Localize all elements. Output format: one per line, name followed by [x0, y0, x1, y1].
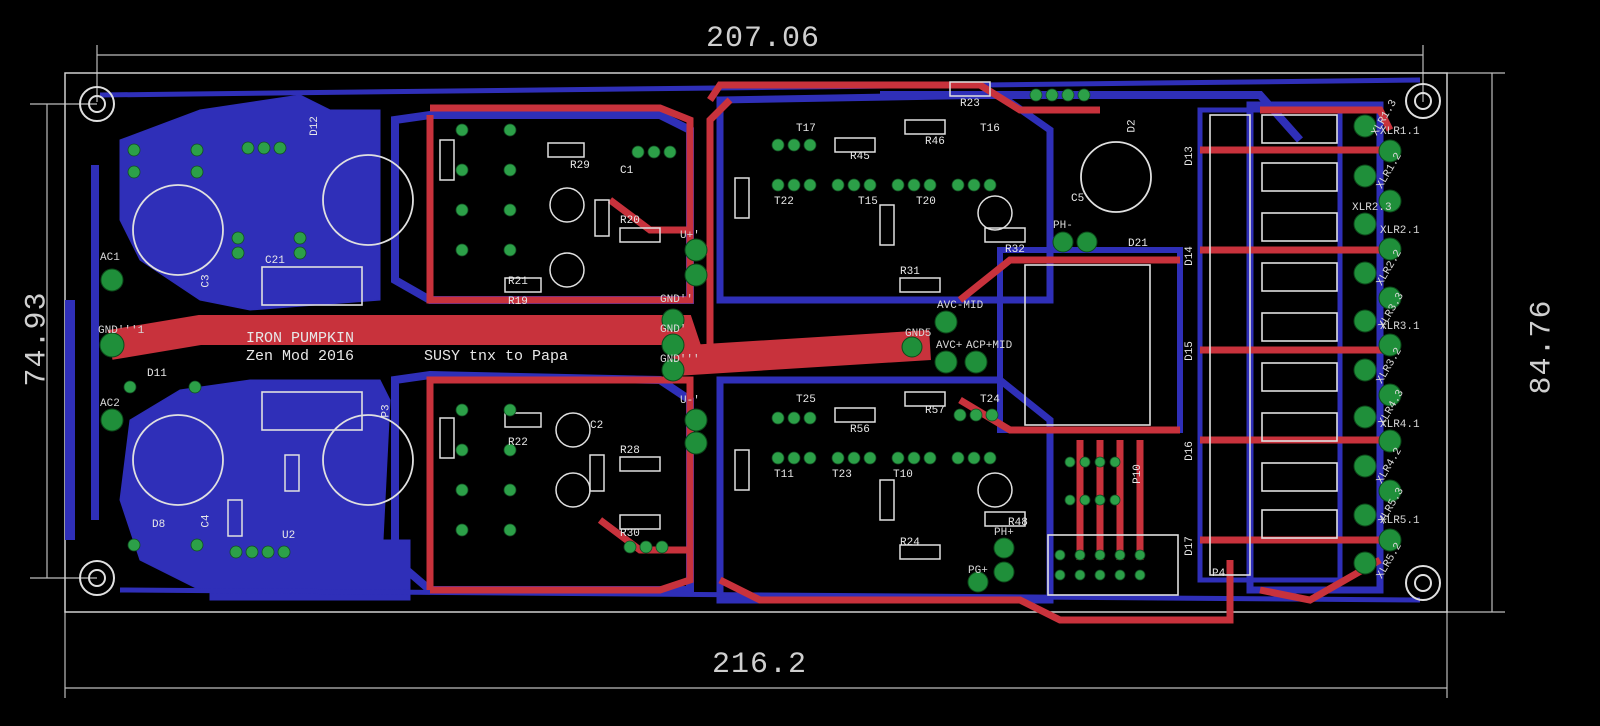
label-r20: R20 [620, 215, 640, 227]
label-pg-plus: PG+ [968, 565, 988, 577]
label-gnd5: GND5 [905, 328, 932, 340]
label-gnd3: GND' [660, 324, 687, 336]
dimension-top: 207.06 [706, 22, 821, 56]
label-d8: D11 [147, 368, 167, 380]
label-c1: C3 [200, 274, 213, 288]
label-gnd4: GND''' [660, 354, 700, 366]
label-u2: C2 [590, 420, 604, 432]
label-d2: D8 [152, 519, 166, 531]
label-d11: D13 [1183, 146, 1196, 166]
label-p10: P3 [380, 404, 393, 418]
mount-hole-tr [1405, 83, 1441, 119]
label-d13: D15 [1183, 341, 1196, 361]
mounting-holes [79, 83, 1441, 601]
label-xlr1-1: XLR1.1 [1380, 126, 1420, 138]
label-r31: R31 [900, 266, 920, 278]
transistors [549, 187, 1013, 508]
label-d14: D16 [1183, 441, 1196, 461]
board-subtitle: Zen Mod 2016 [246, 348, 355, 365]
label-t14: T16 [980, 123, 1000, 135]
label-d12: D14 [1183, 246, 1196, 266]
label-t17: T20 [916, 196, 936, 208]
label-q3: C1 [620, 165, 634, 177]
label-xlr3-1: XLR3.1 [1380, 321, 1420, 333]
resistors [227, 81, 1026, 560]
label-u-minus: U-' [680, 395, 700, 407]
label-t25: T10 [893, 469, 913, 481]
label-r32: R32 [1005, 244, 1025, 256]
label-acp-mid: ACP+MID [966, 340, 1013, 352]
label-r30: R30 [620, 528, 640, 540]
label-q2: U2 [282, 530, 296, 542]
label-t20: T23 [832, 469, 852, 481]
label-r22: R22 [508, 437, 528, 449]
label-xlr4-1: XLR4.1 [1380, 419, 1420, 431]
label-d15: D17 [1183, 536, 1196, 556]
label-t22: T24 [980, 394, 1000, 406]
board-title: IRON PUMPKIN [246, 330, 355, 347]
label-c21: D2 [1126, 119, 1139, 133]
label-c3: C5 [1071, 193, 1085, 205]
label-t15: T17 [796, 123, 816, 135]
label-t26: T11 [774, 469, 794, 481]
label-ph-plus: PH+ [994, 527, 1014, 539]
label-ac2: AC2 [100, 398, 120, 410]
dimension-bottom: 216.2 [712, 648, 808, 682]
label-ph-minus: PH- [1053, 220, 1073, 232]
label-t12: T15 [858, 196, 878, 208]
label-r46: R46 [925, 136, 945, 148]
label-avc-mid: AVC-MID [937, 300, 984, 312]
mount-hole-bl [79, 560, 115, 596]
label-r48: R48 [1008, 517, 1028, 529]
label-r24: R24 [900, 537, 920, 549]
dimension-lines [30, 45, 1505, 698]
label-p8: P4 [1212, 568, 1226, 580]
label-r56: R56 [850, 424, 870, 436]
label-r23: R23 [960, 98, 980, 110]
board-credit: SUSY tnx to Papa [424, 348, 569, 365]
ground-bus [107, 315, 931, 376]
label-r21: R21 [508, 276, 528, 288]
label-xlr5-1: XLR5.1 [1380, 515, 1420, 527]
label-r57: R57 [925, 405, 945, 417]
top-copper [426, 81, 1394, 624]
label-r19: R19 [508, 296, 528, 308]
label-u-plus: U+' [680, 230, 700, 242]
mount-hole-tl [79, 86, 115, 122]
label-r45: R45 [850, 151, 870, 163]
big-capacitors [132, 141, 1152, 506]
label-d17: D21 [1128, 238, 1148, 250]
label-r29: R29 [570, 160, 590, 172]
label-gnd1: GND'''1 [98, 325, 145, 337]
label-d21: P10 [1131, 464, 1144, 484]
label-gnd2: GND'' [660, 294, 694, 306]
label-avc-plus: AVC+ [936, 340, 963, 352]
label-t18: T22 [774, 196, 794, 208]
label-xlr2-3: XLR2.3 [1352, 202, 1392, 214]
label-d10: D12 [308, 116, 321, 136]
label-c7: C21 [265, 255, 285, 267]
mount-hole-br [1405, 565, 1441, 601]
label-t23: T25 [796, 394, 816, 406]
pads [99, 114, 1402, 593]
label-xlr2-1: XLR2.1 [1380, 225, 1420, 237]
label-r28: R28 [620, 445, 640, 457]
small-pads [123, 88, 1146, 581]
label-c2: C4 [200, 514, 213, 528]
label-ac1: AC1 [100, 252, 120, 264]
